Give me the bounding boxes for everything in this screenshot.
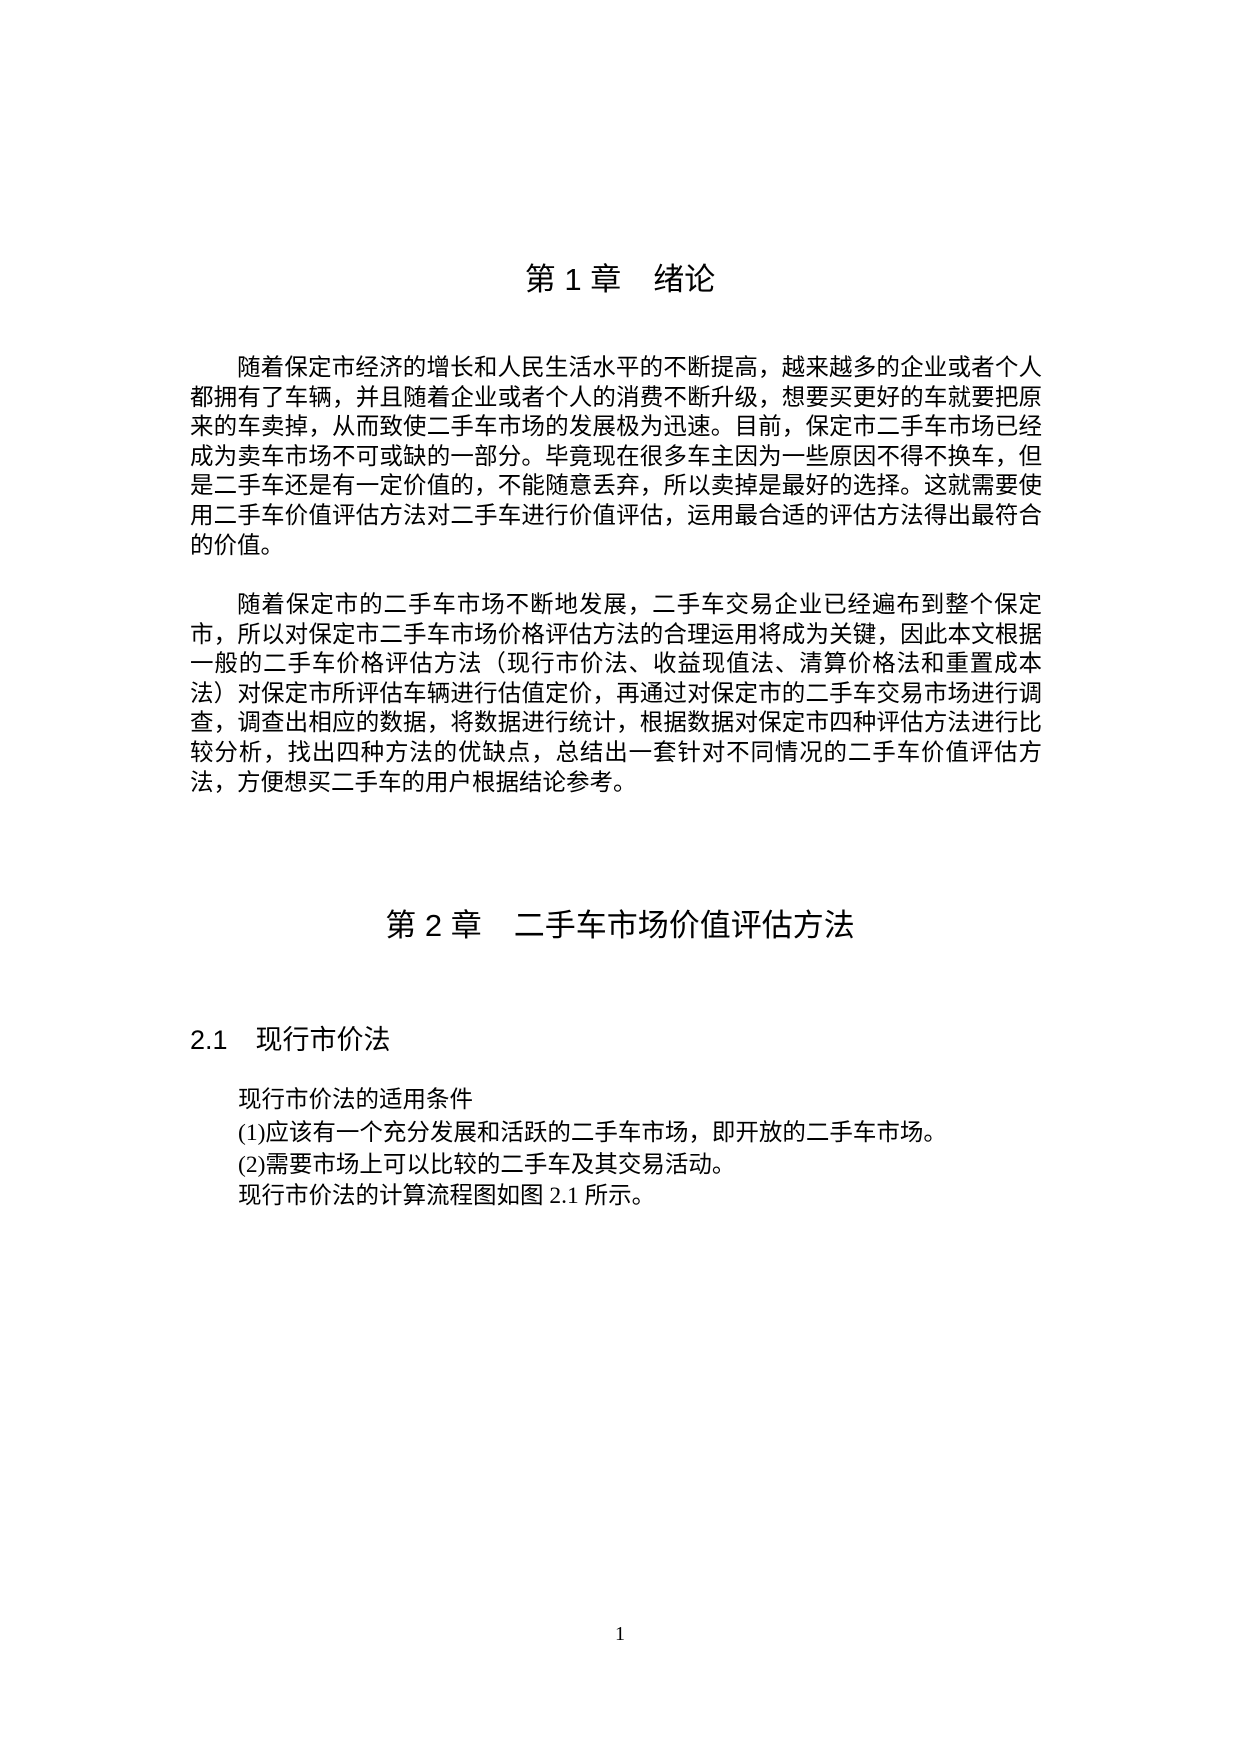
body-paragraph: 随着保定市的二手车市场不断地发展，二手车交易企业已经遍布到整个保定市，所以对保定… bbox=[190, 592, 1042, 796]
body-line: 现行市价法的计算流程图如图 2.1 所示。 bbox=[238, 1183, 656, 1209]
chapter-1-heading: 第 1 章绪论 bbox=[0, 260, 1240, 300]
body-line: (1)应该有一个充分发展和活跃的二手车市场，即开放的二手车市场。 bbox=[238, 1120, 947, 1146]
section-number: 2.1 bbox=[190, 1025, 228, 1055]
chapter-title: 绪论 bbox=[653, 262, 716, 297]
page-number: 1 bbox=[615, 1623, 625, 1645]
chapter-title: 二手车市场价值评估方法 bbox=[513, 908, 855, 943]
section-heading: 2.1 现行市价法 bbox=[190, 1022, 391, 1058]
chapter-2-heading: 第 2 章二手车市场价值评估方法 bbox=[0, 906, 1240, 946]
body-line: (2)需要市场上可以比较的二手车及其交易活动。 bbox=[238, 1152, 736, 1178]
section-title: 现行市价法 bbox=[255, 1025, 391, 1055]
chapter-number: 第 1 章 bbox=[524, 262, 622, 297]
body-line: 现行市价法的适用条件 bbox=[238, 1087, 473, 1113]
body-paragraph: 随着保定市经济的增长和人民生活水平的不断提高，越来越多的企业或者个人都拥有了车辆… bbox=[190, 355, 1042, 559]
chapter-number: 第 2 章 bbox=[385, 908, 482, 943]
